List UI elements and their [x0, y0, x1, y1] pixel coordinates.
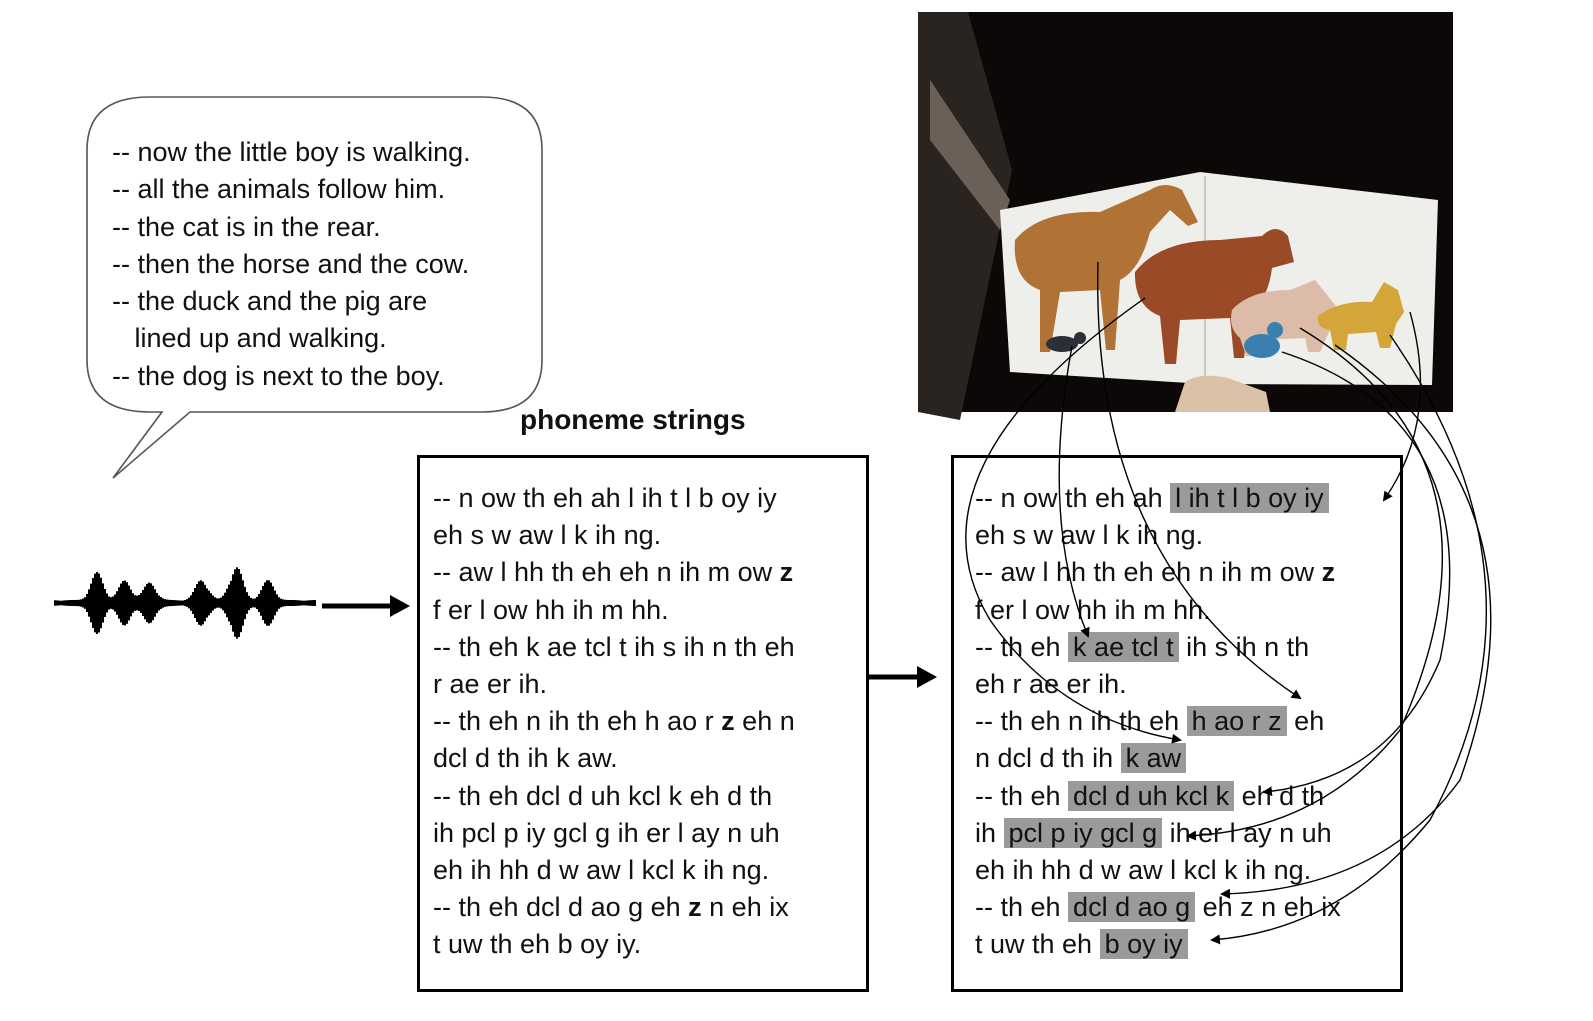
- phoneme-segment: dcl d th ih k aw.: [433, 743, 618, 774]
- phoneme-segment: -- th eh dcl d uh kcl k eh d th: [433, 780, 773, 811]
- phoneme-segment: ih: [975, 817, 1004, 848]
- phoneme-line: -- th eh k ae tcl t ih s ih n th eh: [433, 629, 795, 666]
- phoneme-line: -- th eh dcl d ao g eh z n eh ix: [433, 889, 795, 926]
- waveform-icon: [54, 567, 316, 639]
- phoneme-segment: -- th eh n ih th eh h ao r: [433, 706, 722, 737]
- highlighted-segment: b oy iy: [1099, 929, 1188, 960]
- phoneme-line: eh r ae er ih.: [975, 666, 1341, 703]
- phoneme-line: -- th eh n ih th eh h ao r z eh n: [433, 703, 795, 740]
- speech-line: -- then the horse and the cow.: [112, 248, 470, 279]
- phoneme-segment: t uw th eh b oy iy.: [433, 929, 642, 960]
- phoneme-line: ih pcl p iy gcl g ih er l ay n uh: [975, 815, 1341, 852]
- phoneme-segment: eh s w aw l k ih ng.: [975, 520, 1204, 551]
- highlighted-segment: l ih t l b oy iy: [1170, 483, 1329, 513]
- phoneme-line: eh s w aw l k ih ng.: [975, 517, 1341, 554]
- phoneme-segment: eh: [1286, 706, 1325, 737]
- phoneme-segment: -- n ow th eh ah: [975, 483, 1171, 513]
- phoneme-line: -- th eh n ih th eh h ao r z eh: [975, 703, 1341, 740]
- phoneme-segment: -- th eh: [975, 631, 1069, 662]
- phoneme-segment: -- th eh: [975, 892, 1069, 923]
- phoneme-line: t uw th eh b oy iy.: [433, 926, 795, 963]
- phoneme-line: r ae er ih.: [433, 666, 795, 703]
- phoneme-line: eh ih hh d w aw l kcl k ih ng.: [975, 852, 1341, 889]
- speech-bubble-text: -- now the little boy is walking. -- all …: [112, 134, 471, 395]
- phoneme-segment: -- th eh dcl d ao g eh: [433, 892, 689, 923]
- phoneme-line: -- n ow th eh ah l ih t l b oy iy: [975, 480, 1341, 517]
- right-arrow-icon: [868, 666, 937, 688]
- phoneme-segment: z: [1321, 557, 1336, 588]
- speech-line: -- now the little boy is walking.: [112, 137, 471, 167]
- phoneme-line: n dcl d th ih k aw: [975, 740, 1341, 777]
- phoneme-line: -- aw l hh th eh eh n ih m ow z: [975, 554, 1341, 591]
- phoneme-segment: z: [721, 706, 735, 737]
- phoneme-segment: eh ih hh d w aw l kcl k ih ng.: [433, 854, 770, 885]
- phoneme-segment: -- n ow th eh ah l ih t l b oy iy: [433, 483, 777, 513]
- phoneme-segment: n dcl d th ih: [975, 743, 1121, 774]
- phoneme-segment: ih pcl p iy gcl g ih er l ay n uh: [433, 817, 780, 848]
- phoneme-line: ih pcl p iy gcl g ih er l ay n uh: [433, 815, 795, 852]
- phoneme-segment: eh z n eh ix: [1195, 892, 1341, 923]
- phoneme-segment: -- th eh n ih th eh: [975, 706, 1187, 737]
- phoneme-line: f er l ow hh ih m hh.: [433, 592, 795, 629]
- phoneme-segment: n eh ix: [701, 892, 789, 923]
- phoneme-segment: f er l ow hh ih m hh.: [975, 594, 1211, 625]
- highlighted-segment: dcl d uh kcl k: [1068, 780, 1235, 811]
- speech-line: -- the duck and the pig are: [112, 286, 428, 317]
- phoneme-line: -- th eh dcl d ao g eh z n eh ix: [975, 889, 1341, 926]
- phoneme-segment: eh n: [734, 706, 795, 737]
- phoneme-segment: eh ih hh d w aw l kcl k ih ng.: [975, 854, 1312, 885]
- phoneme-segment: eh d th: [1234, 780, 1325, 811]
- phoneme-segment: ih er l ay n uh: [1162, 817, 1332, 848]
- phoneme-line: -- aw l hh th eh eh n ih m ow z: [433, 554, 795, 591]
- highlighted-segment: k aw: [1120, 743, 1187, 774]
- phoneme-segment: t uw th eh: [975, 929, 1100, 960]
- speech-line: -- the dog is next to the boy.: [112, 360, 445, 391]
- phoneme-strings-caption: phoneme strings: [520, 404, 746, 435]
- phoneme-segment: f er l ow hh ih m hh.: [433, 594, 669, 625]
- phoneme-segment: -- th eh: [975, 780, 1069, 811]
- phoneme-segment: eh r ae er ih.: [975, 668, 1127, 699]
- phoneme-line: t uw th eh b oy iy: [975, 926, 1341, 963]
- phoneme-line: -- th eh dcl d uh kcl k eh d th: [433, 778, 795, 815]
- phoneme-line: -- th eh dcl d uh kcl k eh d th: [975, 778, 1341, 815]
- phoneme-strings-box: [417, 455, 869, 992]
- phoneme-segment: z: [779, 557, 794, 588]
- highlighted-segment: dcl d ao g: [1068, 892, 1196, 923]
- phoneme-line: -- th eh k ae tcl t ih s ih n th: [975, 629, 1341, 666]
- phoneme-segment: z: [688, 892, 702, 923]
- highlighted-segment: h ao r z: [1186, 706, 1287, 737]
- phoneme-line: dcl d th ih k aw.: [433, 740, 795, 777]
- phoneme-line: -- n ow th eh ah l ih t l b oy iy: [433, 480, 795, 517]
- phoneme-segment: r ae er ih.: [433, 668, 548, 699]
- speech-line: -- all the animals follow him.: [112, 174, 446, 205]
- right-arrow-icon: [322, 595, 410, 617]
- phoneme-line: eh s w aw l k ih ng.: [433, 517, 795, 554]
- phoneme-segment: -- th eh k ae tcl t ih s ih n th eh: [433, 631, 795, 662]
- phoneme-segment: -- aw l hh th eh eh n ih m ow: [433, 557, 780, 588]
- phoneme-line: f er l ow hh ih m hh.: [975, 592, 1341, 629]
- phoneme-strings-text: -- n ow th eh ah l ih t l b oy iy eh s w …: [433, 480, 795, 963]
- speech-line: lined up and walking.: [112, 323, 387, 354]
- phoneme-segment: ih s ih n th: [1178, 631, 1310, 662]
- phoneme-segment: eh s w aw l k ih ng.: [433, 520, 662, 551]
- speech-line: -- the cat is in the rear.: [112, 211, 381, 242]
- phoneme-line: eh ih hh d w aw l kcl k ih ng.: [433, 852, 795, 889]
- highlighted-segment: k ae tcl t: [1068, 631, 1179, 662]
- highlighted-segment: pcl p iy gcl g: [1003, 817, 1163, 848]
- photo-of-picture-book: [918, 12, 1453, 420]
- phoneme-segment: -- aw l hh th eh eh n ih m ow: [975, 557, 1322, 588]
- speech-bubble: [86, 96, 543, 479]
